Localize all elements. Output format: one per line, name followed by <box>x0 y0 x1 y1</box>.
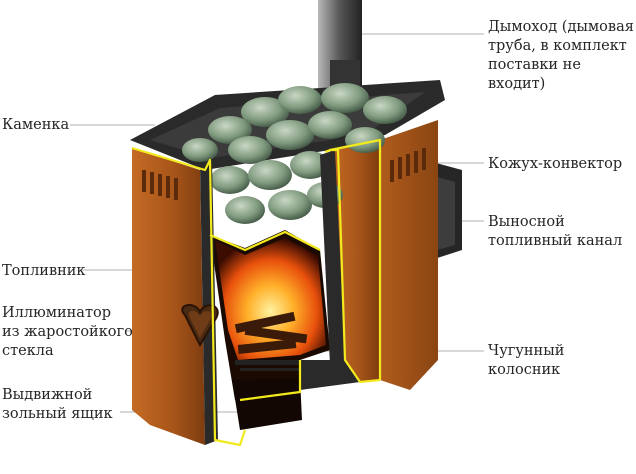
label-kamenka: Каменка <box>2 117 70 133</box>
label-fuel-channel: Выносной топливный канал <box>488 214 623 249</box>
label-illuminator: Иллюминатор из жаростойкого стекла <box>2 305 133 359</box>
label-convector-casing: Кожух-конвектор <box>488 156 623 172</box>
label-chimney: Дымоход (дымовая труба, в комплект поста… <box>488 19 634 92</box>
firebox-interior <box>210 230 330 430</box>
cut-outline <box>131 138 382 447</box>
label-grate: Чугунный колосник <box>488 343 565 378</box>
label-ash-box: Выдвижной зольный ящик <box>2 387 113 422</box>
illuminator-window <box>181 304 219 348</box>
stones <box>182 83 407 224</box>
label-firebox: Топливник <box>2 263 86 279</box>
